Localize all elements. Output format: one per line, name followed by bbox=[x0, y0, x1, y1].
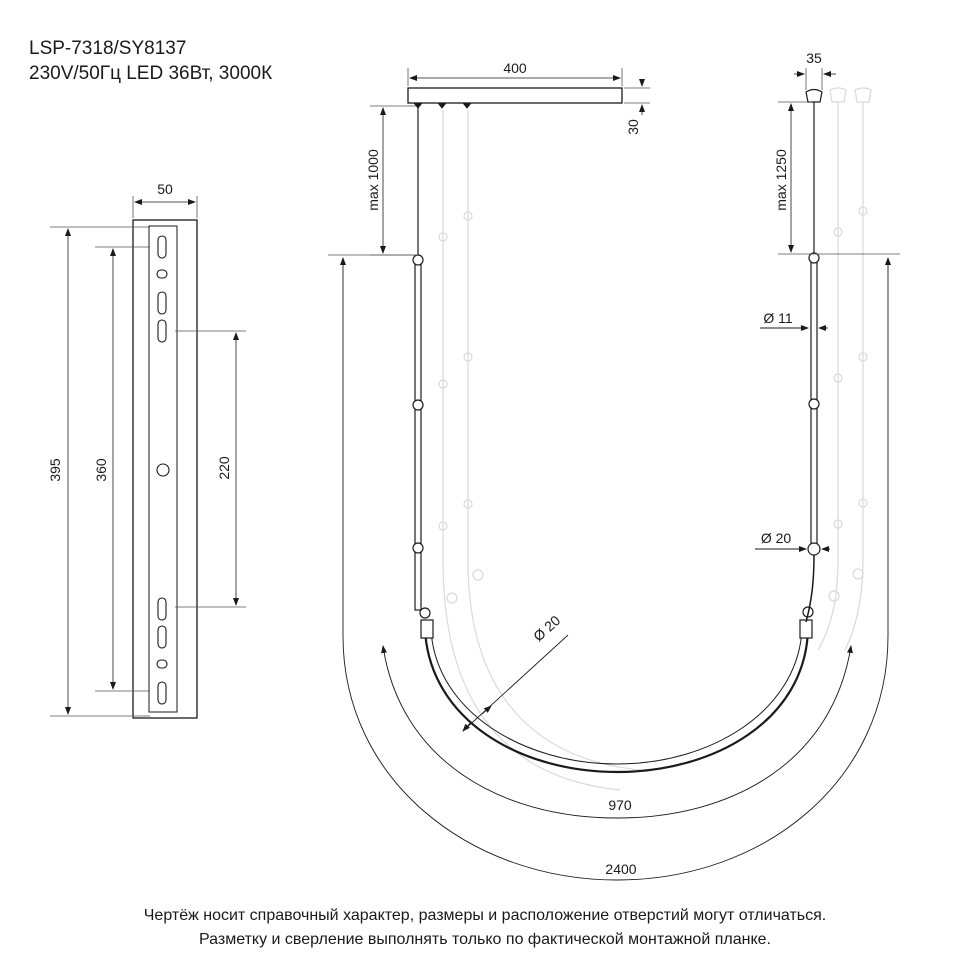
slot bbox=[157, 681, 167, 705]
side-view: 35 max 1250 Ø 11 Ø 20 bbox=[755, 50, 900, 651]
slot bbox=[157, 319, 167, 343]
center-hole bbox=[156, 463, 170, 477]
specs-title: 230V/50Гц LED 36Вт, 3000К bbox=[29, 63, 273, 84]
tube-diameter-label: Ø 20 bbox=[530, 612, 563, 644]
footer-note-line2: Разметку и сверление выполнять только по… bbox=[199, 931, 771, 948]
ghost-positions bbox=[438, 110, 641, 791]
dim-tube-diameter bbox=[462, 634, 569, 732]
joint bbox=[419, 607, 431, 619]
joint bbox=[412, 254, 424, 266]
mounting-plate bbox=[132, 219, 198, 719]
canopy-height-label: 30 bbox=[625, 119, 641, 135]
middle-span-label: 220 bbox=[216, 456, 232, 480]
dim-plate-height bbox=[50, 226, 150, 717]
side-joint bbox=[808, 252, 820, 264]
dim-suspension-side bbox=[778, 101, 900, 255]
vertical-tube bbox=[414, 259, 422, 611]
u-shaped-lamp bbox=[423, 629, 810, 774]
joint bbox=[412, 542, 424, 554]
dim-plate-width bbox=[132, 196, 198, 218]
side-tube-diameter-label: Ø 20 bbox=[761, 530, 792, 546]
dim-canopy-height bbox=[624, 79, 650, 115]
dim-width-inner bbox=[381, 645, 853, 819]
hole-span-label: 360 bbox=[93, 458, 109, 482]
suspension-front-label: max 1000 bbox=[365, 149, 381, 211]
dim-canopy-width bbox=[407, 68, 623, 86]
dim-side-top bbox=[794, 68, 836, 90]
slot bbox=[157, 597, 167, 621]
model-title: LSP-7318/SY8137 bbox=[29, 38, 187, 59]
joint bbox=[412, 399, 424, 411]
plate-width-label: 50 bbox=[157, 181, 173, 197]
side-joint bbox=[808, 398, 820, 410]
canopy-fittings bbox=[413, 102, 472, 109]
plate-slots bbox=[156, 235, 170, 705]
side-canopy bbox=[805, 88, 823, 103]
wire-diameter-label: Ø 11 bbox=[763, 310, 793, 326]
canopy-width-label: 400 bbox=[503, 60, 527, 76]
slot bbox=[156, 269, 168, 279]
slot bbox=[157, 291, 167, 315]
side-joint bbox=[807, 542, 821, 556]
plate-height-label: 395 bbox=[47, 458, 63, 482]
dim-hole-span bbox=[95, 246, 150, 692]
suspension-side-label: max 1250 bbox=[773, 149, 789, 211]
slot bbox=[156, 659, 168, 669]
footer-note-line1: Чертёж носит справочный характер, размер… bbox=[143, 907, 827, 924]
front-view: 400 30 max 1000 Ø 20 970 2400 bbox=[328, 60, 891, 881]
width-inner-label: 970 bbox=[608, 797, 632, 813]
ghost-side bbox=[817, 87, 872, 651]
side-tube-curve bbox=[805, 554, 815, 623]
mounting-plate-view: 50 395 360 220 bbox=[47, 181, 246, 719]
slot bbox=[157, 625, 167, 649]
u-shaped-lamp-inner bbox=[430, 629, 803, 765]
dim-width-outer bbox=[340, 257, 891, 881]
mounting-plate-inner bbox=[148, 225, 178, 713]
side-top-label: 35 bbox=[806, 50, 822, 66]
end-cap bbox=[420, 619, 434, 639]
end-cap bbox=[799, 619, 813, 639]
dim-middle-span bbox=[175, 330, 246, 608]
width-outer-label: 2400 bbox=[605, 861, 636, 877]
canopy bbox=[407, 87, 623, 104]
slot bbox=[157, 235, 167, 259]
